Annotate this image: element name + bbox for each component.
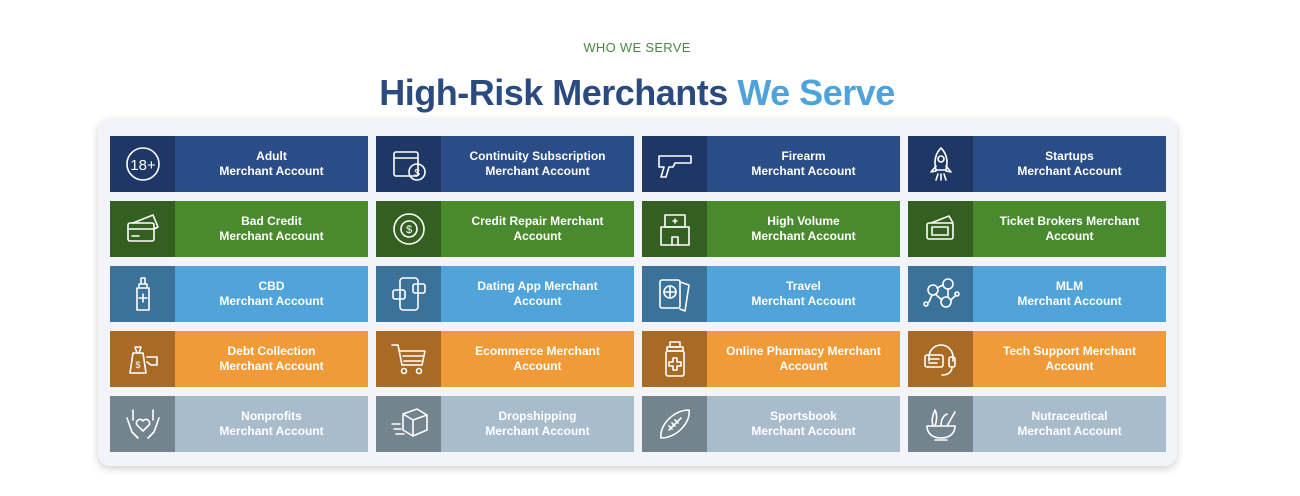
merchant-tile-nutraceutical[interactable]: Nutraceutical Merchant Account	[908, 396, 1166, 452]
svg-text:$: $	[135, 360, 140, 370]
money-bag-hand-icon: $	[110, 331, 175, 387]
eighteen-plus-icon: 18+	[110, 136, 175, 192]
merchant-tile-tech-support[interactable]: Tech Support Merchant Account	[908, 331, 1166, 387]
merchant-tile-label: CBD Merchant Account	[175, 266, 368, 322]
svg-text:$: $	[405, 224, 411, 236]
merchant-tile-mlm[interactable]: MLM Merchant Account	[908, 266, 1166, 322]
ticket-icon	[908, 201, 973, 257]
merchant-tile-label: Startups Merchant Account	[973, 136, 1166, 192]
box-delivery-icon	[376, 396, 441, 452]
section-eyebrow: WHO WE SERVE	[583, 40, 691, 55]
merchant-tile-label: Online Pharmacy Merchant Account	[707, 331, 900, 387]
merchant-tile-label: Bad Credit Merchant Account	[175, 201, 368, 257]
merchant-tile-travel[interactable]: Travel Merchant Account	[642, 266, 900, 322]
merchant-tile-ticket-brokers[interactable]: Ticket Brokers Merchant Account	[908, 201, 1166, 257]
merchant-tile-label: Ecommerce Merchant Account	[441, 331, 634, 387]
merchant-tile-startups[interactable]: Startups Merchant Account	[908, 136, 1166, 192]
merchant-tile-label: Nonprofits Merchant Account	[175, 396, 368, 452]
merchant-tile-high-volume[interactable]: High Volume Merchant Account	[642, 201, 900, 257]
merchant-tile-nonprofits[interactable]: Nonprofits Merchant Account	[110, 396, 368, 452]
hands-heart-icon	[110, 396, 175, 452]
merchant-tile-label: Adult Merchant Account	[175, 136, 368, 192]
merchant-tile-label: Dating App Merchant Account	[441, 266, 634, 322]
pistol-icon	[642, 136, 707, 192]
title-main: High-Risk Merchants	[379, 72, 728, 113]
phone-chat-icon	[376, 266, 441, 322]
merchant-tile-label: Travel Merchant Account	[707, 266, 900, 322]
dropper-bottle-icon	[110, 266, 175, 322]
merchant-tile-credit-repair[interactable]: $ Credit Repair Merchant Account	[376, 201, 634, 257]
mortar-herbs-icon	[908, 396, 973, 452]
credit-card-icon	[110, 201, 175, 257]
merchant-tile-label: Dropshipping Merchant Account	[441, 396, 634, 452]
merchant-tile-label: High Volume Merchant Account	[707, 201, 900, 257]
merchant-tile-debt-collection[interactable]: $ Debt Collection Merchant Account	[110, 331, 368, 387]
rocket-icon	[908, 136, 973, 192]
merchant-tile-dating-app[interactable]: Dating App Merchant Account	[376, 266, 634, 322]
page-title: High-Risk Merchants We Serve	[0, 72, 1274, 114]
merchant-tile-cbd[interactable]: CBD Merchant Account	[110, 266, 368, 322]
merchant-tile-sportsbook[interactable]: Sportsbook Merchant Account	[642, 396, 900, 452]
merchant-tile-label: Credit Repair Merchant Account	[441, 201, 634, 257]
merchant-tile-label: Sportsbook Merchant Account	[707, 396, 900, 452]
network-people-icon	[908, 266, 973, 322]
merchant-tile-continuity-subscription[interactable]: $ Continuity Subscription Merchant Accoun…	[376, 136, 634, 192]
lifebuoy-dollar-icon: $	[376, 201, 441, 257]
merchant-tile-label: Debt Collection Merchant Account	[175, 331, 368, 387]
merchant-tile-label: Firearm Merchant Account	[707, 136, 900, 192]
shopping-cart-icon	[376, 331, 441, 387]
headset-icon	[908, 331, 973, 387]
merchant-tile-dropshipping[interactable]: Dropshipping Merchant Account	[376, 396, 634, 452]
building-icon	[642, 201, 707, 257]
merchant-tile-label: Nutraceutical Merchant Account	[973, 396, 1166, 452]
merchant-tile-bad-credit[interactable]: Bad Credit Merchant Account	[110, 201, 368, 257]
merchant-tile-label: Continuity Subscription Merchant Account	[441, 136, 634, 192]
merchant-tile-adult[interactable]: 18+ Adult Merchant Account	[110, 136, 368, 192]
passport-icon	[642, 266, 707, 322]
svg-text:$: $	[414, 168, 420, 179]
medicine-bottle-icon	[642, 331, 707, 387]
calendar-dollar-icon: $	[376, 136, 441, 192]
merchant-grid: 18+ Adult Merchant Account $ Continuity Sub…	[110, 136, 1166, 452]
merchant-tile-label: MLM Merchant Account	[973, 266, 1166, 322]
title-accent: We Serve	[737, 72, 895, 113]
merchant-tile-label: Tech Support Merchant Account	[973, 331, 1166, 387]
merchant-tile-ecommerce[interactable]: Ecommerce Merchant Account	[376, 331, 634, 387]
merchant-tile-firearm[interactable]: Firearm Merchant Account	[642, 136, 900, 192]
merchant-tile-label: Ticket Brokers Merchant Account	[973, 201, 1166, 257]
svg-text:18+: 18+	[130, 157, 156, 174]
merchants-card: 18+ Adult Merchant Account $ Continuity Sub…	[98, 118, 1177, 466]
merchant-tile-online-pharmacy[interactable]: Online Pharmacy Merchant Account	[642, 331, 900, 387]
football-icon	[642, 396, 707, 452]
